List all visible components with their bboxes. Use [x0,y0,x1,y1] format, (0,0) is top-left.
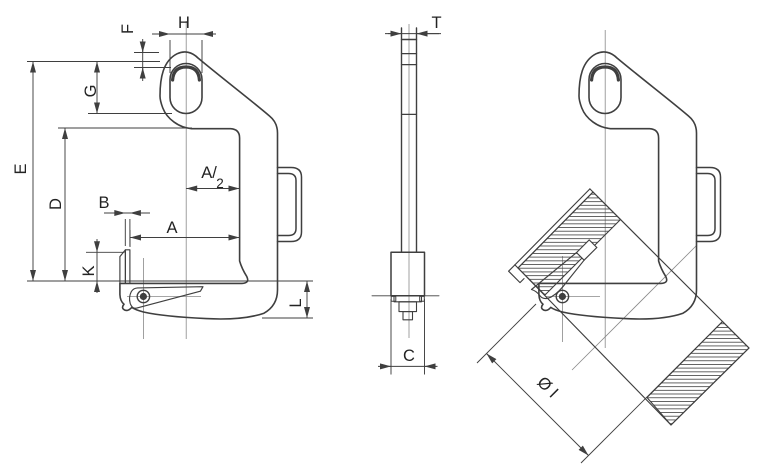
grip-jaw-gib [508,264,525,284]
grip-pivot-pin-ring [555,289,570,304]
grip-cam-lever [530,252,585,300]
pivot-pin [139,292,147,301]
jaw-nub-right [419,295,425,302]
ext-diameter-top [476,303,537,364]
billet-hatch-band-bottom [646,320,750,426]
dim-label-H: H [178,14,190,32]
dim-label-G: G [82,85,100,98]
grip-view-billet [517,191,750,426]
grip-pivot-pin [558,292,567,301]
jaw-step-1 [393,295,423,303]
jaw-nub-left [390,295,397,302]
dim-label-A: A [166,219,177,237]
dim-label-D: D [47,198,65,210]
dim-diameter-I [486,353,589,456]
side-view [119,51,303,320]
dimensions [27,28,723,464]
dim-label-C: C [403,347,415,365]
ext-diameter-bottom [580,321,723,464]
dim-label-B: B [98,194,109,212]
dim-label-diameter-I: Ø I [533,373,561,401]
pivot-pin-ring [136,289,151,304]
jaw-step-2 [398,301,418,313]
dim-label-F: F [119,24,137,34]
cam-lever [128,286,204,309]
billet-diagonal-centerline [571,244,698,371]
jaw-gib [119,249,126,284]
dim-label-T: T [431,14,441,32]
dim-label-L: L [287,298,305,307]
dim-label-E: E [12,163,30,174]
jaw-step-3 [402,311,414,321]
jaw-block [390,251,426,297]
cam-tooth-notch [575,239,598,262]
front-view [371,27,440,321]
clamp-parts [119,27,722,321]
grip-view-clamp [508,51,722,320]
jaw-plate [124,249,131,284]
grip-jaw-plate [508,188,594,284]
dim-label-A-half-denominator: 2 [216,176,224,191]
dimension-labels: E D G K F L B H A A/ 2 T C Ø I [12,14,562,402]
dim-label-K: K [80,265,98,276]
dim-label-A-half-numerator: A/ [201,164,217,182]
